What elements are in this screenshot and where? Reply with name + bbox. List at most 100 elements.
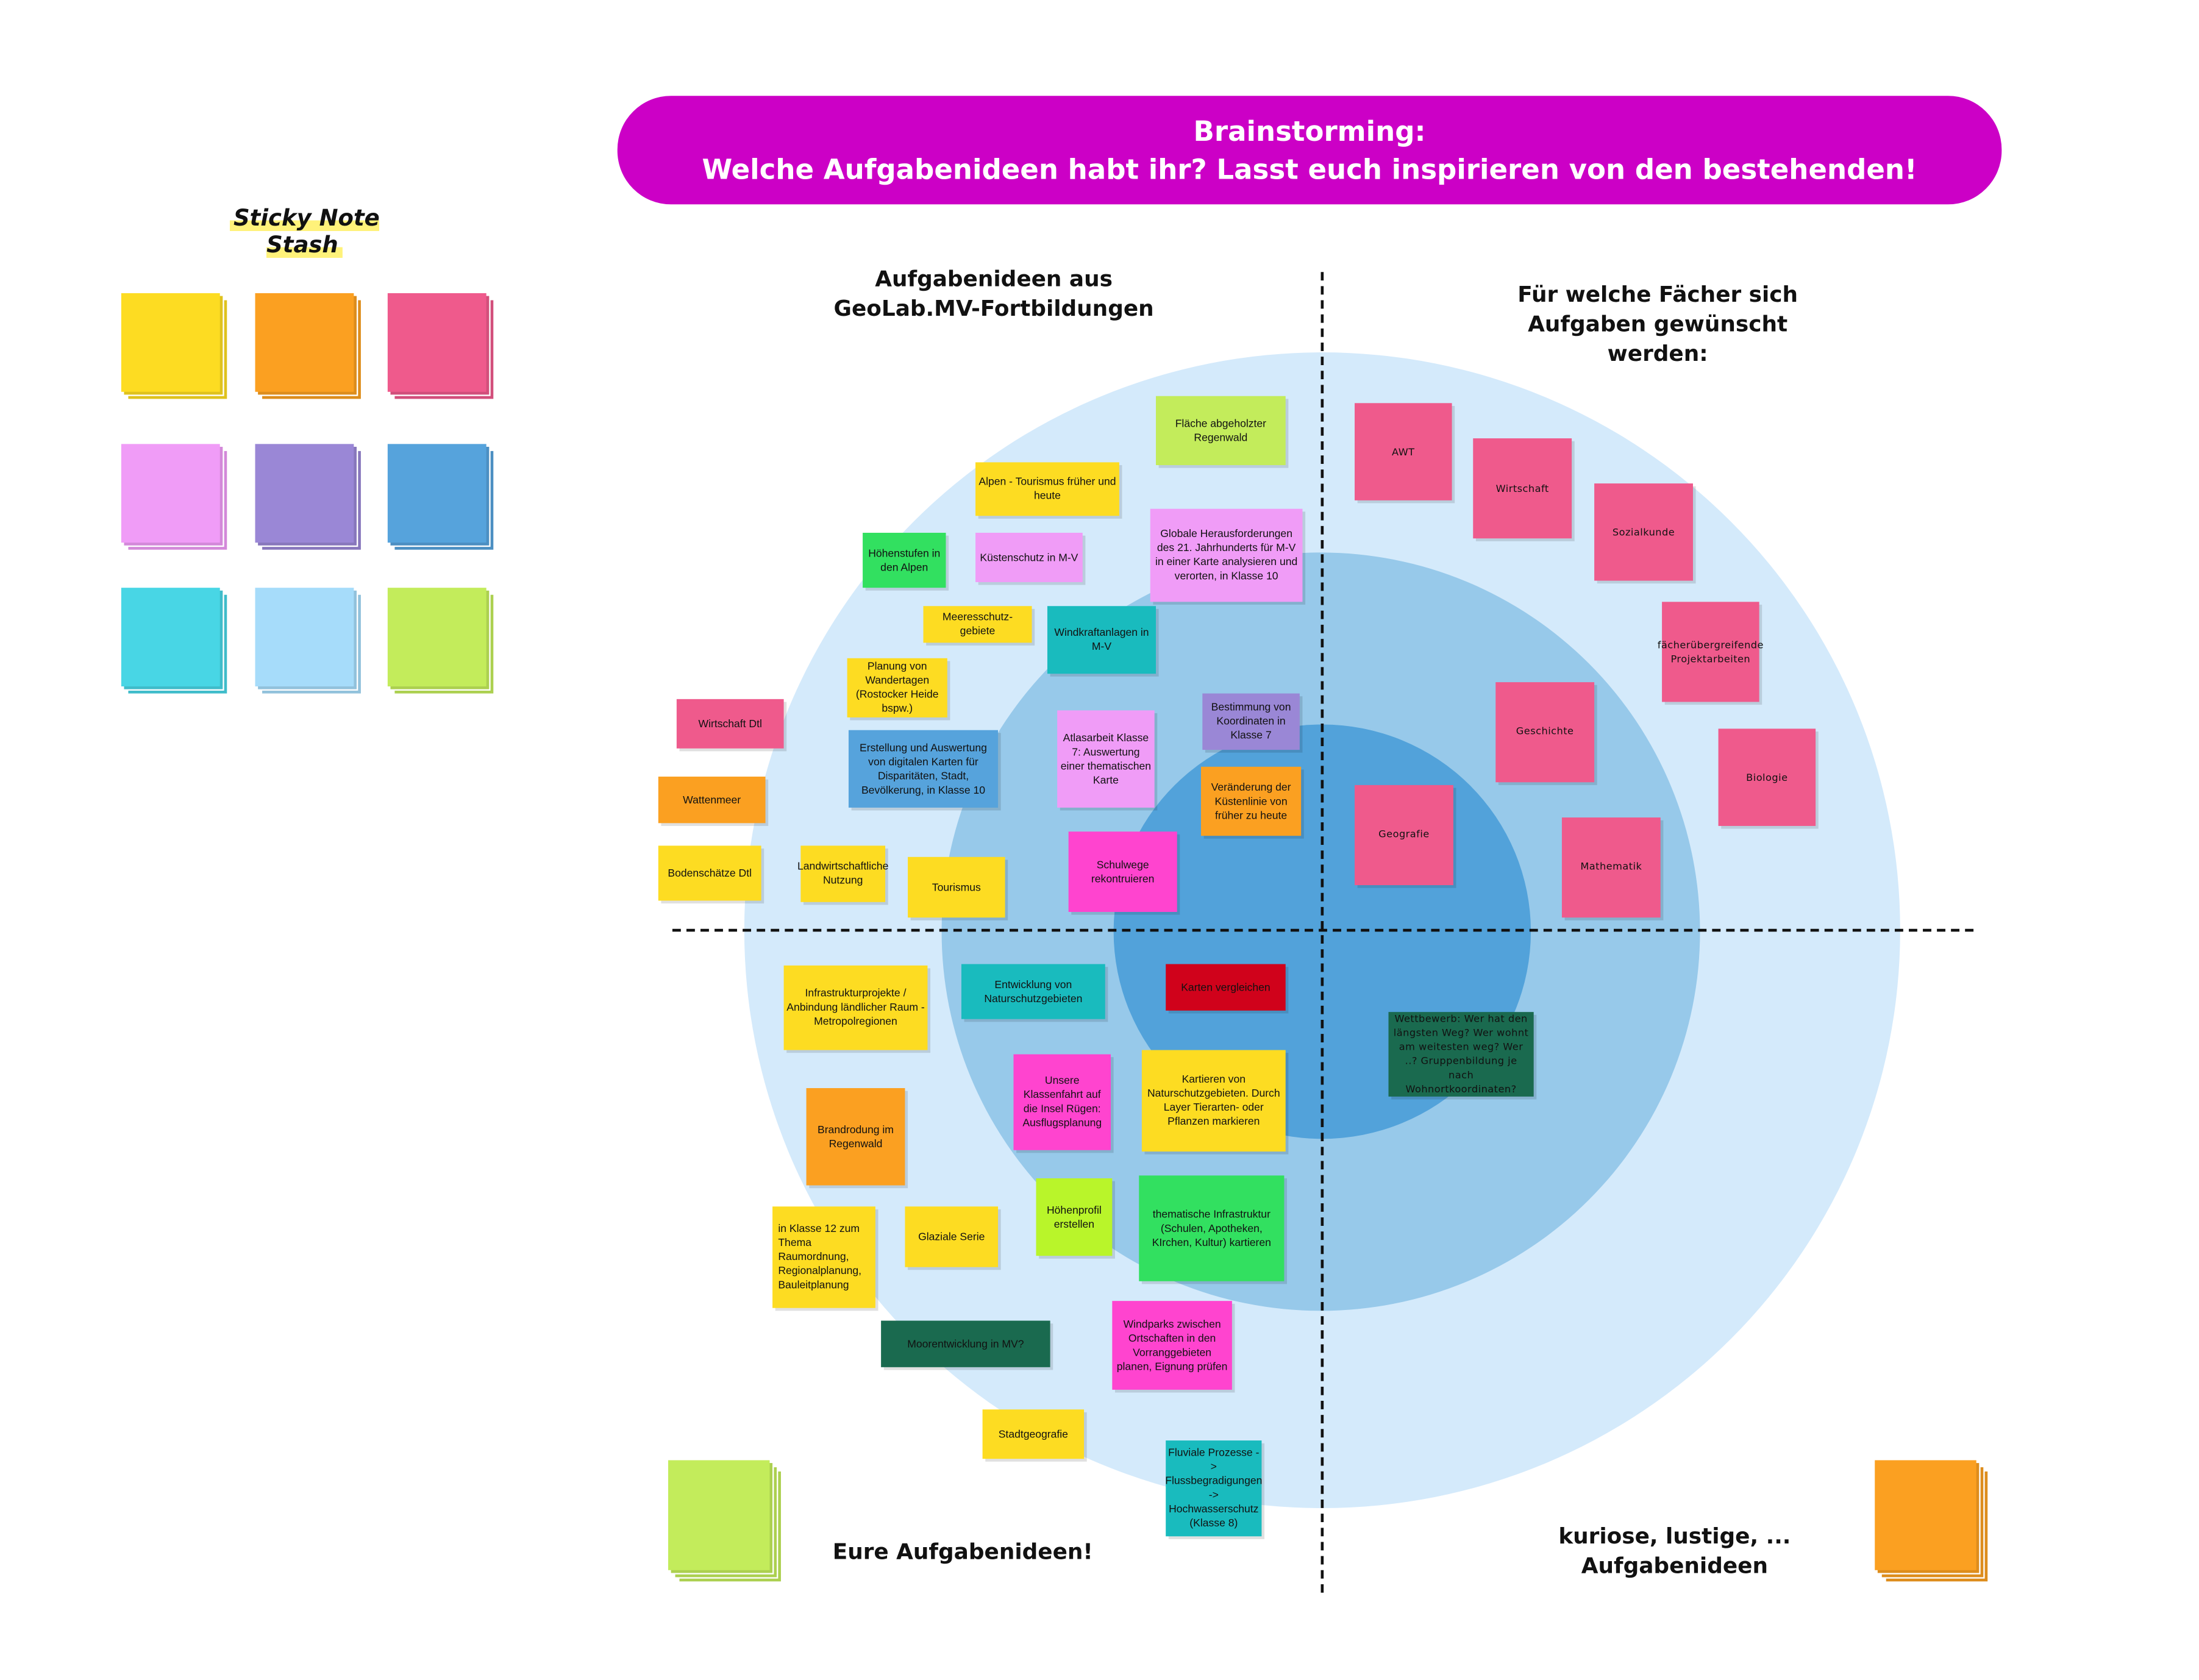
sticky-note-text: Fluviale Prozesse -> Flussbegradigungen … xyxy=(1165,1446,1263,1529)
idea-sticky-note[interactable]: Brandrodung im Regenwald xyxy=(806,1088,905,1186)
sticky-note-text: Wirtschaft xyxy=(1495,482,1549,494)
stash-sticky-note[interactable] xyxy=(121,444,229,552)
heading-geolab-ideas: Aufgabenideen aus GeoLab.MV-Fortbildunge… xyxy=(782,265,1205,324)
subject-sticky-note[interactable]: Biologie xyxy=(1718,728,1816,826)
idea-sticky-note[interactable]: Schulwege rekontruieren xyxy=(1068,831,1177,912)
stash-sticky-note[interactable] xyxy=(121,588,229,696)
sticky-note-layer xyxy=(255,293,354,392)
sticky-note-text: Windkraftanlagen in M-V xyxy=(1054,625,1149,653)
idea-sticky-note[interactable]: Bodenschätze Dtl xyxy=(658,845,761,901)
idea-sticky-note[interactable]: Erstellung und Auswertung von digitalen … xyxy=(848,730,999,808)
subject-sticky-note[interactable]: Wirtschaft xyxy=(1473,438,1572,539)
idea-sticky-note[interactable]: Höhenprofil erstellen xyxy=(1036,1178,1113,1256)
heading-line: kuriose, lustige, ... xyxy=(1558,1523,1791,1550)
idea-sticky-note[interactable]: Atlasarbeit Klasse 7: Auswertung einer t… xyxy=(1057,710,1155,808)
sticky-note-text: Geschichte xyxy=(1516,725,1574,738)
heading-line: Aufgabenideen xyxy=(1581,1553,1769,1579)
idea-sticky-note[interactable]: Küstenschutz in M-V xyxy=(975,533,1083,582)
stash-sticky-note[interactable] xyxy=(255,293,363,401)
idea-sticky-note[interactable]: Stadtgeografie xyxy=(982,1409,1085,1459)
sticky-note-text: Landwirtschaftliche Nutzung xyxy=(797,860,889,887)
sticky-note-text: Veränderung der Küstenlinie von früher z… xyxy=(1211,780,1291,821)
heading-line: Aufgabenideen aus xyxy=(875,266,1113,292)
idea-sticky-note[interactable]: Meeresschutz-gebiete xyxy=(923,606,1032,643)
sticky-note-layer xyxy=(387,588,486,687)
sticky-note-text: Bestimmung von Koordinaten in Klasse 7 xyxy=(1211,700,1291,742)
sticky-note-layer xyxy=(255,444,354,543)
idea-sticky-note[interactable]: Tourismus xyxy=(908,856,1005,918)
heading-line: Für welche Fächer sich xyxy=(1517,282,1798,308)
stash-sticky-note[interactable] xyxy=(255,588,363,696)
sticky-note-text: fächerübergreifende Projektarbeiten xyxy=(1657,639,1764,665)
stash-sticky-note[interactable] xyxy=(121,293,229,401)
idea-sticky-note[interactable]: Wattenmeer xyxy=(658,777,766,824)
subject-sticky-note[interactable]: fächerübergreifende Projektarbeiten xyxy=(1658,602,1763,702)
idea-sticky-note[interactable]: Höhenstufen in den Alpen xyxy=(863,533,946,588)
stash-sticky-note[interactable] xyxy=(387,293,496,401)
sticky-note-text: Mathematik xyxy=(1580,861,1642,873)
heading-your-ideas: Eure Aufgabenideen! xyxy=(832,1539,1093,1565)
idea-sticky-note[interactable]: Moorentwicklung in MV? xyxy=(881,1320,1050,1367)
idea-sticky-note[interactable]: Globale Herausforderungen des 21. Jahrhu… xyxy=(1150,508,1303,602)
sticky-note-text: Tourismus xyxy=(932,880,981,893)
stash-sticky-note[interactable] xyxy=(255,444,363,552)
sticky-note-text: Biologie xyxy=(1746,771,1788,783)
stash-title-text: Sticky Note Stash xyxy=(229,204,380,258)
idea-sticky-note[interactable]: Windkraftanlagen in M-V xyxy=(1047,606,1157,674)
sticky-note-text: Bodenschätze Dtl xyxy=(668,866,752,879)
idea-sticky-note[interactable]: Bestimmung von Koordinaten in Klasse 7 xyxy=(1202,693,1300,750)
idea-sticky-note[interactable]: Fluviale Prozesse -> Flussbegradigungen … xyxy=(1165,1440,1263,1537)
sticky-note-text: Fläche abgeholzter Regenwald xyxy=(1175,416,1267,444)
brainstorming-banner: Brainstorming: Welche Aufgabenideen habt… xyxy=(617,96,2002,205)
sticky-note-text: Globale Herausforderungen des 21. Jahrhu… xyxy=(1155,527,1298,582)
sticky-note-text: Atlasarbeit Klasse 7: Auswertung einer t… xyxy=(1060,730,1152,786)
sticky-note-text: Meeresschutz-gebiete xyxy=(942,610,1013,638)
idea-sticky-note[interactable]: in Klasse 12 zum Thema Raumordnung, Regi… xyxy=(772,1206,875,1308)
sticky-note-text: Sozialkunde xyxy=(1612,526,1675,538)
sticky-note-text: Kartieren von Naturschutzgebieten. Durch… xyxy=(1147,1072,1280,1128)
sticky-note-text: Höhenprofil erstellen xyxy=(1046,1203,1102,1230)
idea-sticky-note[interactable]: Karten vergleichen xyxy=(1166,964,1286,1011)
sticky-note-layer xyxy=(387,444,486,543)
idea-sticky-note[interactable]: Landwirtschaftliche Nutzung xyxy=(797,845,889,902)
idea-sticky-note[interactable]: Kartieren von Naturschutzgebieten. Durch… xyxy=(1141,1050,1286,1152)
sticky-note-text: AWT xyxy=(1392,446,1415,458)
stash-sticky-note[interactable] xyxy=(387,588,496,696)
subject-sticky-note[interactable]: Geografie xyxy=(1355,785,1453,886)
heading-line: werden: xyxy=(1607,341,1708,367)
subject-sticky-note[interactable]: Wettbewerb: Wer hat den längsten Weg? We… xyxy=(1388,1012,1534,1097)
sticky-note-text: Erstellung und Auswertung von digitalen … xyxy=(860,741,987,796)
idea-sticky-note[interactable]: Planung von Wandertagen (Rostocker Heide… xyxy=(847,658,947,717)
heading-subjects: Für welche Fächer sich Aufgaben gewünsch… xyxy=(1460,280,1855,369)
idea-sticky-note[interactable]: Windparks zwischen Ortschaften in den Vo… xyxy=(1112,1301,1232,1390)
banner-title: Brainstorming: xyxy=(1193,115,1426,148)
idea-sticky-note[interactable]: thematische Infrastruktur (Schulen, Apot… xyxy=(1139,1175,1285,1281)
subject-sticky-note[interactable]: Geschichte xyxy=(1495,682,1595,783)
sticky-note-text: Küstenschutz in M-V xyxy=(980,550,1078,563)
stash-sticky-note-lime[interactable] xyxy=(668,1460,783,1584)
banner-subtitle: Welche Aufgabenideen habt ihr? Lasst euc… xyxy=(702,152,1917,186)
idea-sticky-note[interactable]: Alpen - Tourismus früher und heute xyxy=(975,462,1119,516)
subject-sticky-note[interactable]: Mathematik xyxy=(1561,817,1661,918)
sticky-note-text: Alpen - Tourismus früher und heute xyxy=(978,475,1116,502)
sticky-note-text: Wettbewerb: Wer hat den längsten Weg? We… xyxy=(1393,1013,1529,1095)
sticky-note-text: Windparks zwischen Ortschaften in den Vo… xyxy=(1116,1317,1228,1372)
sticky-note-stash-title: Sticky Note Stash xyxy=(198,204,412,258)
sticky-note-layer xyxy=(121,588,220,687)
idea-sticky-note[interactable]: Veränderung der Küstenlinie von früher z… xyxy=(1200,766,1302,836)
sticky-note-text: Glaziale Serie xyxy=(918,1230,985,1243)
idea-sticky-note[interactable]: Unsere Klassenfahrt auf die Insel Rügen:… xyxy=(1013,1054,1111,1150)
idea-sticky-note[interactable]: Glaziale Serie xyxy=(905,1206,999,1267)
idea-sticky-note[interactable]: Fläche abgeholzter Regenwald xyxy=(1156,396,1286,466)
stash-sticky-note[interactable] xyxy=(387,444,496,552)
stash-sticky-note-orange[interactable] xyxy=(1875,1460,1990,1584)
subject-sticky-note[interactable]: AWT xyxy=(1355,403,1452,500)
idea-sticky-note[interactable]: Entwicklung von Naturschutzgebieten xyxy=(961,964,1105,1019)
idea-sticky-note[interactable]: Wirtschaft Dtl xyxy=(676,699,784,749)
sticky-note-text: Brandrodung im Regenwald xyxy=(818,1122,894,1150)
sticky-note-text: thematische Infrastruktur (Schulen, Apot… xyxy=(1152,1207,1271,1248)
idea-sticky-note[interactable]: Infrastrukturprojekte / Anbindung ländli… xyxy=(783,965,928,1050)
sticky-note-layer xyxy=(121,444,220,543)
subject-sticky-note[interactable]: Sozialkunde xyxy=(1594,483,1693,581)
